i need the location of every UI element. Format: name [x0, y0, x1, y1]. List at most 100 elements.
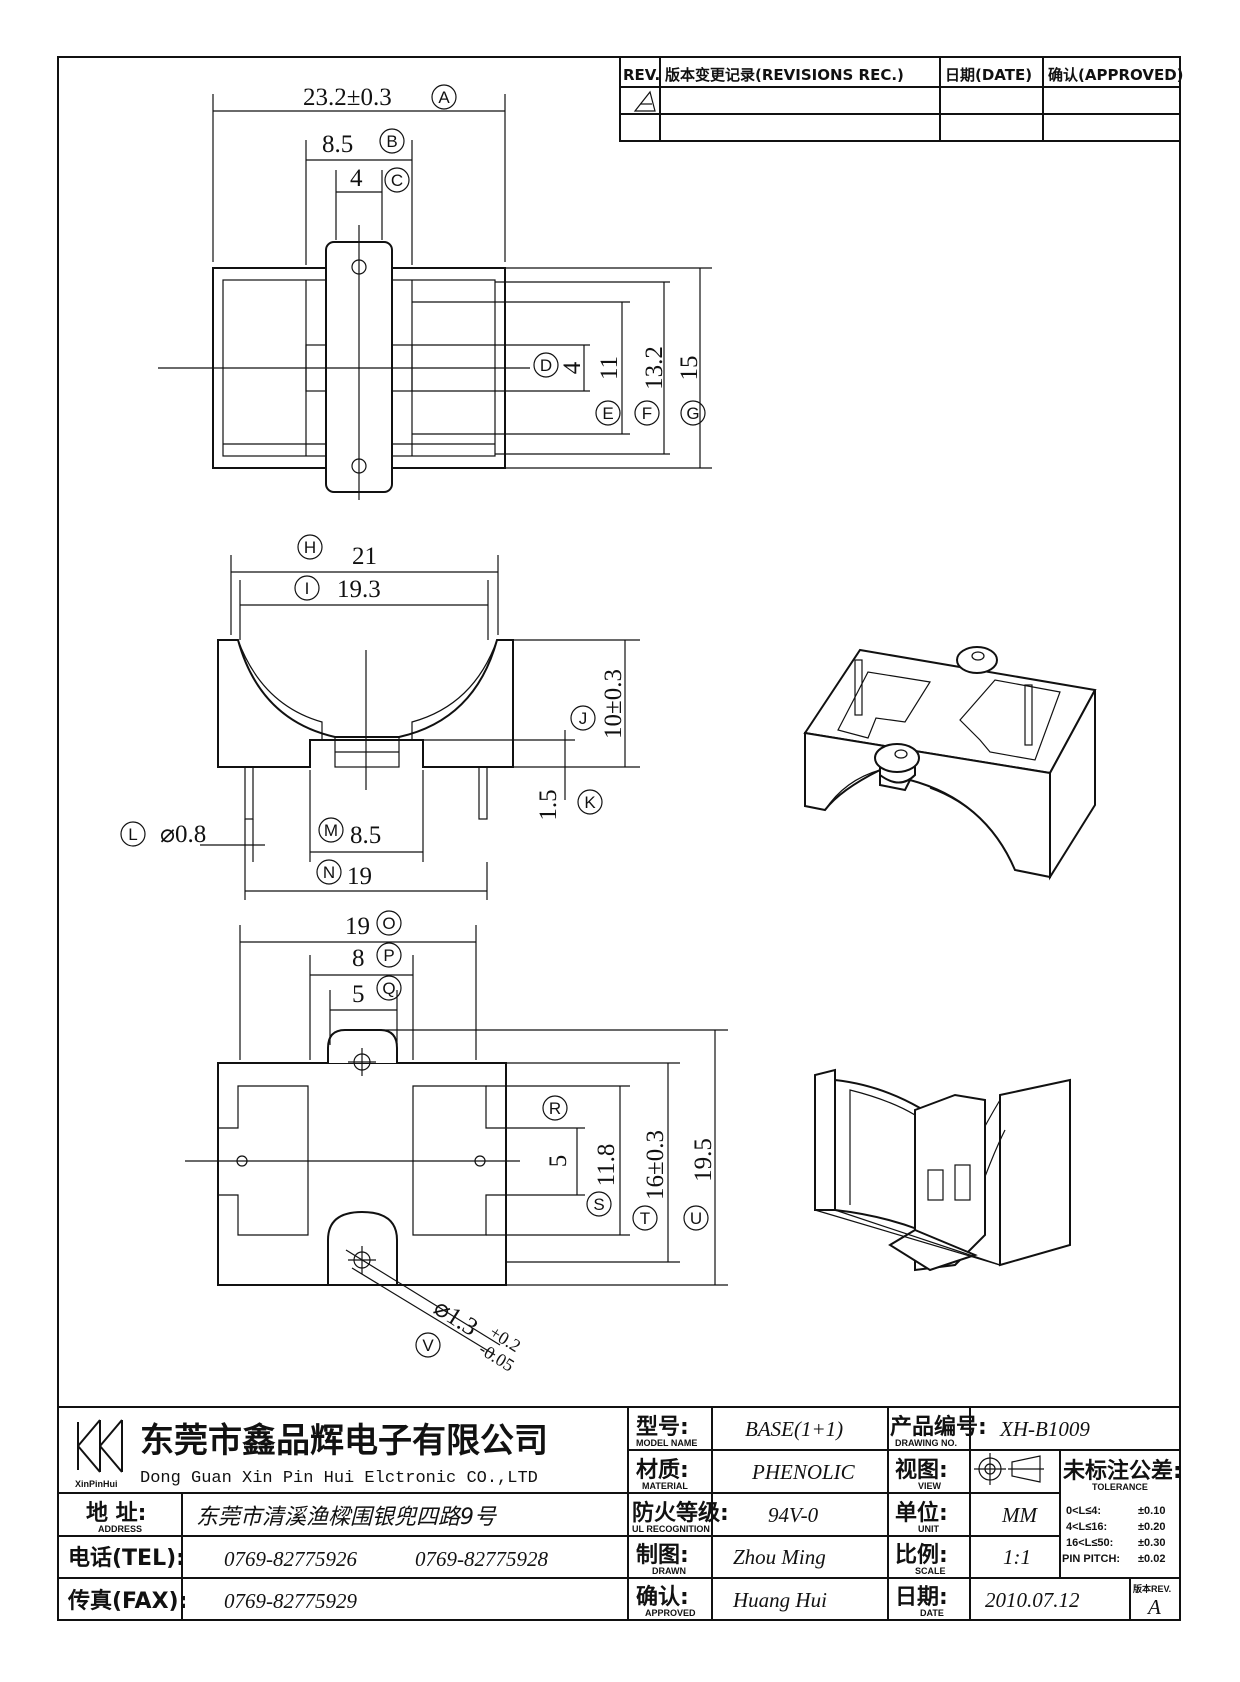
- dim-a-value: 23.2±0.3: [303, 84, 392, 111]
- top-view: 23.2±0.3 A 8.5 B 4 C 4 11 13.2 15: [158, 84, 712, 500]
- drawn-value: Zhou Ming: [733, 1545, 826, 1569]
- date-label: 日期:: [895, 1585, 948, 1610]
- drawn-label-en: DRAWN: [652, 1566, 686, 1576]
- title-block: XinPinHui 东莞市鑫品辉电子有限公司 Dong Guan Xin Pin…: [57, 1406, 1182, 1621]
- tol-value-2: ±0.20: [1138, 1521, 1165, 1533]
- date-label-en: DATE: [920, 1608, 944, 1618]
- approved-label-en: APPROVED: [645, 1608, 696, 1618]
- view-label: 视图:: [895, 1457, 948, 1483]
- scale-label-en: SCALE: [915, 1566, 946, 1576]
- address-label-en: ADDRESS: [98, 1524, 142, 1534]
- label-b: B: [386, 132, 397, 151]
- dim-l-value: ⌀0.8: [160, 821, 206, 848]
- label-e: E: [602, 404, 613, 423]
- dim-d-value: 4: [559, 361, 586, 374]
- tel-value-2: 0769-82775928: [415, 1547, 548, 1571]
- dim-i-value: 19.3: [337, 576, 381, 603]
- version-value: A: [1146, 1595, 1161, 1619]
- dim-t-value: 16±0.3: [642, 1130, 669, 1200]
- isometric-view-lower: [814, 1068, 1071, 1272]
- label-i: I: [305, 579, 310, 598]
- address-label: 地 址:: [86, 1501, 146, 1526]
- unit-value: MM: [1001, 1503, 1038, 1527]
- tol-value-4: ±0.02: [1138, 1553, 1165, 1565]
- approved-col-header: 确认(APPROVED): [1048, 66, 1184, 84]
- tol-value-1: ±0.10: [1138, 1505, 1165, 1517]
- isometric-view-upper: [803, 646, 1097, 881]
- dim-r-value: 5: [545, 1155, 572, 1168]
- unit-label: 单位:: [895, 1500, 948, 1526]
- label-j: J: [579, 709, 588, 728]
- flame-value: 94V-0: [768, 1503, 819, 1527]
- model-value: BASE(1+1): [745, 1417, 843, 1441]
- logo-text: XinPinHui: [75, 1479, 118, 1489]
- revisions-col-header: 版本变更记录(REVISIONS REC.): [665, 66, 904, 84]
- dim-u-value: 19.5: [690, 1138, 717, 1182]
- dim-m-value: 8.5: [350, 822, 381, 849]
- material-value: PHENOLIC: [751, 1460, 856, 1484]
- tol-value-3: ±0.30: [1138, 1537, 1165, 1549]
- flame-label: 防火等级:: [632, 1500, 729, 1526]
- unit-label-en: UNIT: [918, 1524, 939, 1534]
- dim-j-value: 10±0.3: [600, 669, 627, 739]
- material-label-en: MATERIAL: [642, 1481, 688, 1491]
- fax-label: 传真(FAX):: [67, 1588, 187, 1614]
- label-a: A: [438, 88, 450, 107]
- drawing-no-value: XH-B1009: [999, 1417, 1090, 1441]
- bottom-view: 19 O 8 P 5 Q 5 11.8 16±0.3 19.5: [185, 910, 728, 1376]
- label-t: T: [640, 1209, 650, 1228]
- dim-c-value: 4: [350, 165, 363, 192]
- label-s: S: [593, 1195, 604, 1214]
- drawn-label: 制图:: [636, 1543, 689, 1568]
- dim-q-value: 5: [352, 981, 365, 1008]
- fax-value: 0769-82775929: [224, 1589, 357, 1613]
- dim-p-value: 8: [352, 945, 365, 972]
- company-name-en: Dong Guan Xin Pin Hui Elctronic CO.,LTD: [140, 1469, 538, 1488]
- tol-range-3: 16<L≤50:: [1066, 1537, 1113, 1549]
- view-label-en: VIEW: [918, 1481, 942, 1491]
- flame-label-en: UL RECOGNITION: [632, 1524, 710, 1534]
- label-p: P: [383, 946, 394, 965]
- tol-range-4: PIN PITCH:: [1062, 1553, 1120, 1565]
- dim-g-value: 15: [676, 356, 703, 381]
- dim-k-value: 1.5: [535, 789, 562, 820]
- label-g: G: [686, 404, 699, 423]
- scale-value: 1:1: [1003, 1545, 1031, 1569]
- label-m: M: [324, 821, 338, 840]
- tel-value-1: 0769-82775926: [224, 1547, 357, 1571]
- company-logo-icon: XinPinHui: [75, 1419, 123, 1489]
- dim-h-value: 21: [352, 543, 377, 570]
- drawing-no-label-en: DRAWING NO.: [895, 1438, 957, 1448]
- drawing-no-label: 产品编号:: [890, 1414, 987, 1440]
- date-col-header: 日期(DATE): [945, 66, 1032, 84]
- tel-label: 电话(TEL):: [68, 1546, 185, 1571]
- dim-o-value: 19: [345, 913, 370, 940]
- tolerance-label: 未标注公差:: [1063, 1458, 1182, 1484]
- tol-range-2: 4<L≤16:: [1066, 1521, 1107, 1533]
- scale-label: 比例:: [895, 1543, 948, 1568]
- label-d: D: [540, 356, 552, 375]
- front-view: 21 H 19.3 I 10±0.3 J 1.5 K L ⌀0.8: [120, 534, 640, 900]
- label-v: V: [422, 1336, 434, 1355]
- dim-f-value: 13.2: [641, 346, 668, 390]
- dim-b-value: 8.5: [322, 131, 353, 158]
- dim-s-value: 11.8: [593, 1144, 620, 1187]
- label-f: F: [642, 404, 652, 423]
- label-n: N: [323, 863, 335, 882]
- projection-symbol-icon: [974, 1453, 1044, 1485]
- company-name-cn: 东莞市鑫品辉电子有限公司: [140, 1421, 548, 1461]
- dim-v-value: ⌀1.3: [429, 1294, 483, 1341]
- revision-triangle-icon: [633, 90, 656, 112]
- material-label: 材质:: [636, 1458, 689, 1483]
- approved-label: 确认:: [636, 1584, 689, 1610]
- label-k: K: [584, 793, 596, 812]
- label-c: C: [391, 171, 403, 190]
- date-value: 2010.07.12: [985, 1588, 1080, 1612]
- dim-n-value: 19: [347, 863, 372, 890]
- model-label-en: MODEL NAME: [636, 1438, 697, 1448]
- rev-col-header: REV.: [623, 66, 660, 84]
- label-o: O: [382, 914, 395, 933]
- label-r: R: [549, 1099, 561, 1118]
- tol-range-1: 0<L≤4:: [1066, 1505, 1101, 1517]
